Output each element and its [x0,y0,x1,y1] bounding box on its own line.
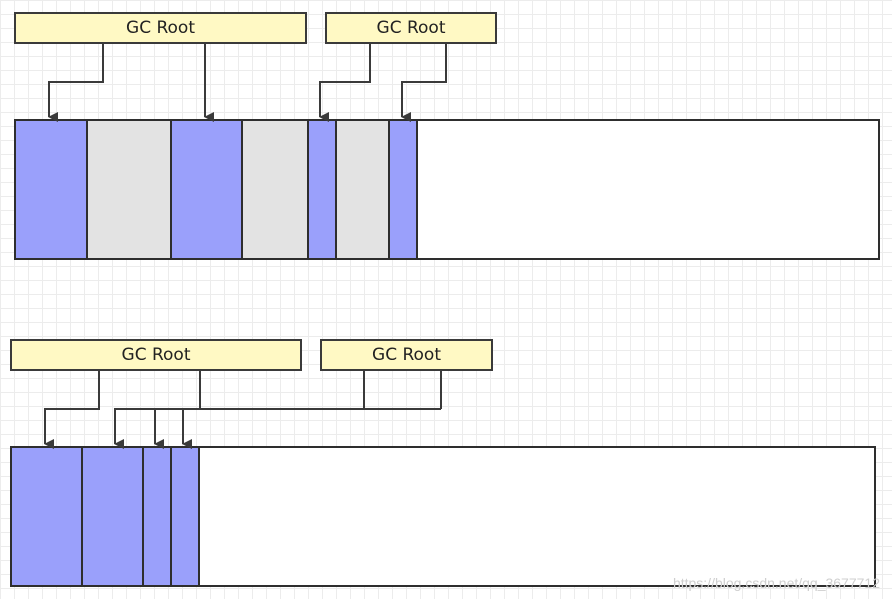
live-object-block [144,448,172,585]
reference-arrow [44,371,100,449]
gc-root-box: GC Root [320,339,493,371]
gc-root-label: GC Root [376,18,446,38]
heap-memory-after [10,446,876,587]
garbage-object-block [243,121,309,258]
garbage-object-block [88,121,172,258]
live-object-block [390,121,418,258]
garbage-object-block [337,121,390,258]
live-object-block [309,121,337,258]
gc-root-box: GC Root [10,339,302,371]
gc-root-box: GC Root [325,12,497,44]
live-object-block [12,448,83,585]
gc-root-label: GC Root [372,345,441,365]
live-object-block [16,121,88,258]
reference-arrow [401,44,447,122]
live-object-block [83,448,144,585]
reference-arrow [48,44,104,122]
watermark: https://blog.csdn.net/qq_3677712 [672,575,880,591]
gc-root-label: GC Root [121,345,191,365]
live-object-block [172,121,243,258]
reference-arrow [319,44,371,122]
gc-root-label: GC Root [126,18,195,38]
gc-root-box: GC Root [14,12,307,44]
live-object-block [172,448,200,585]
heap-memory-before [14,119,880,260]
reference-arrow [114,408,441,449]
